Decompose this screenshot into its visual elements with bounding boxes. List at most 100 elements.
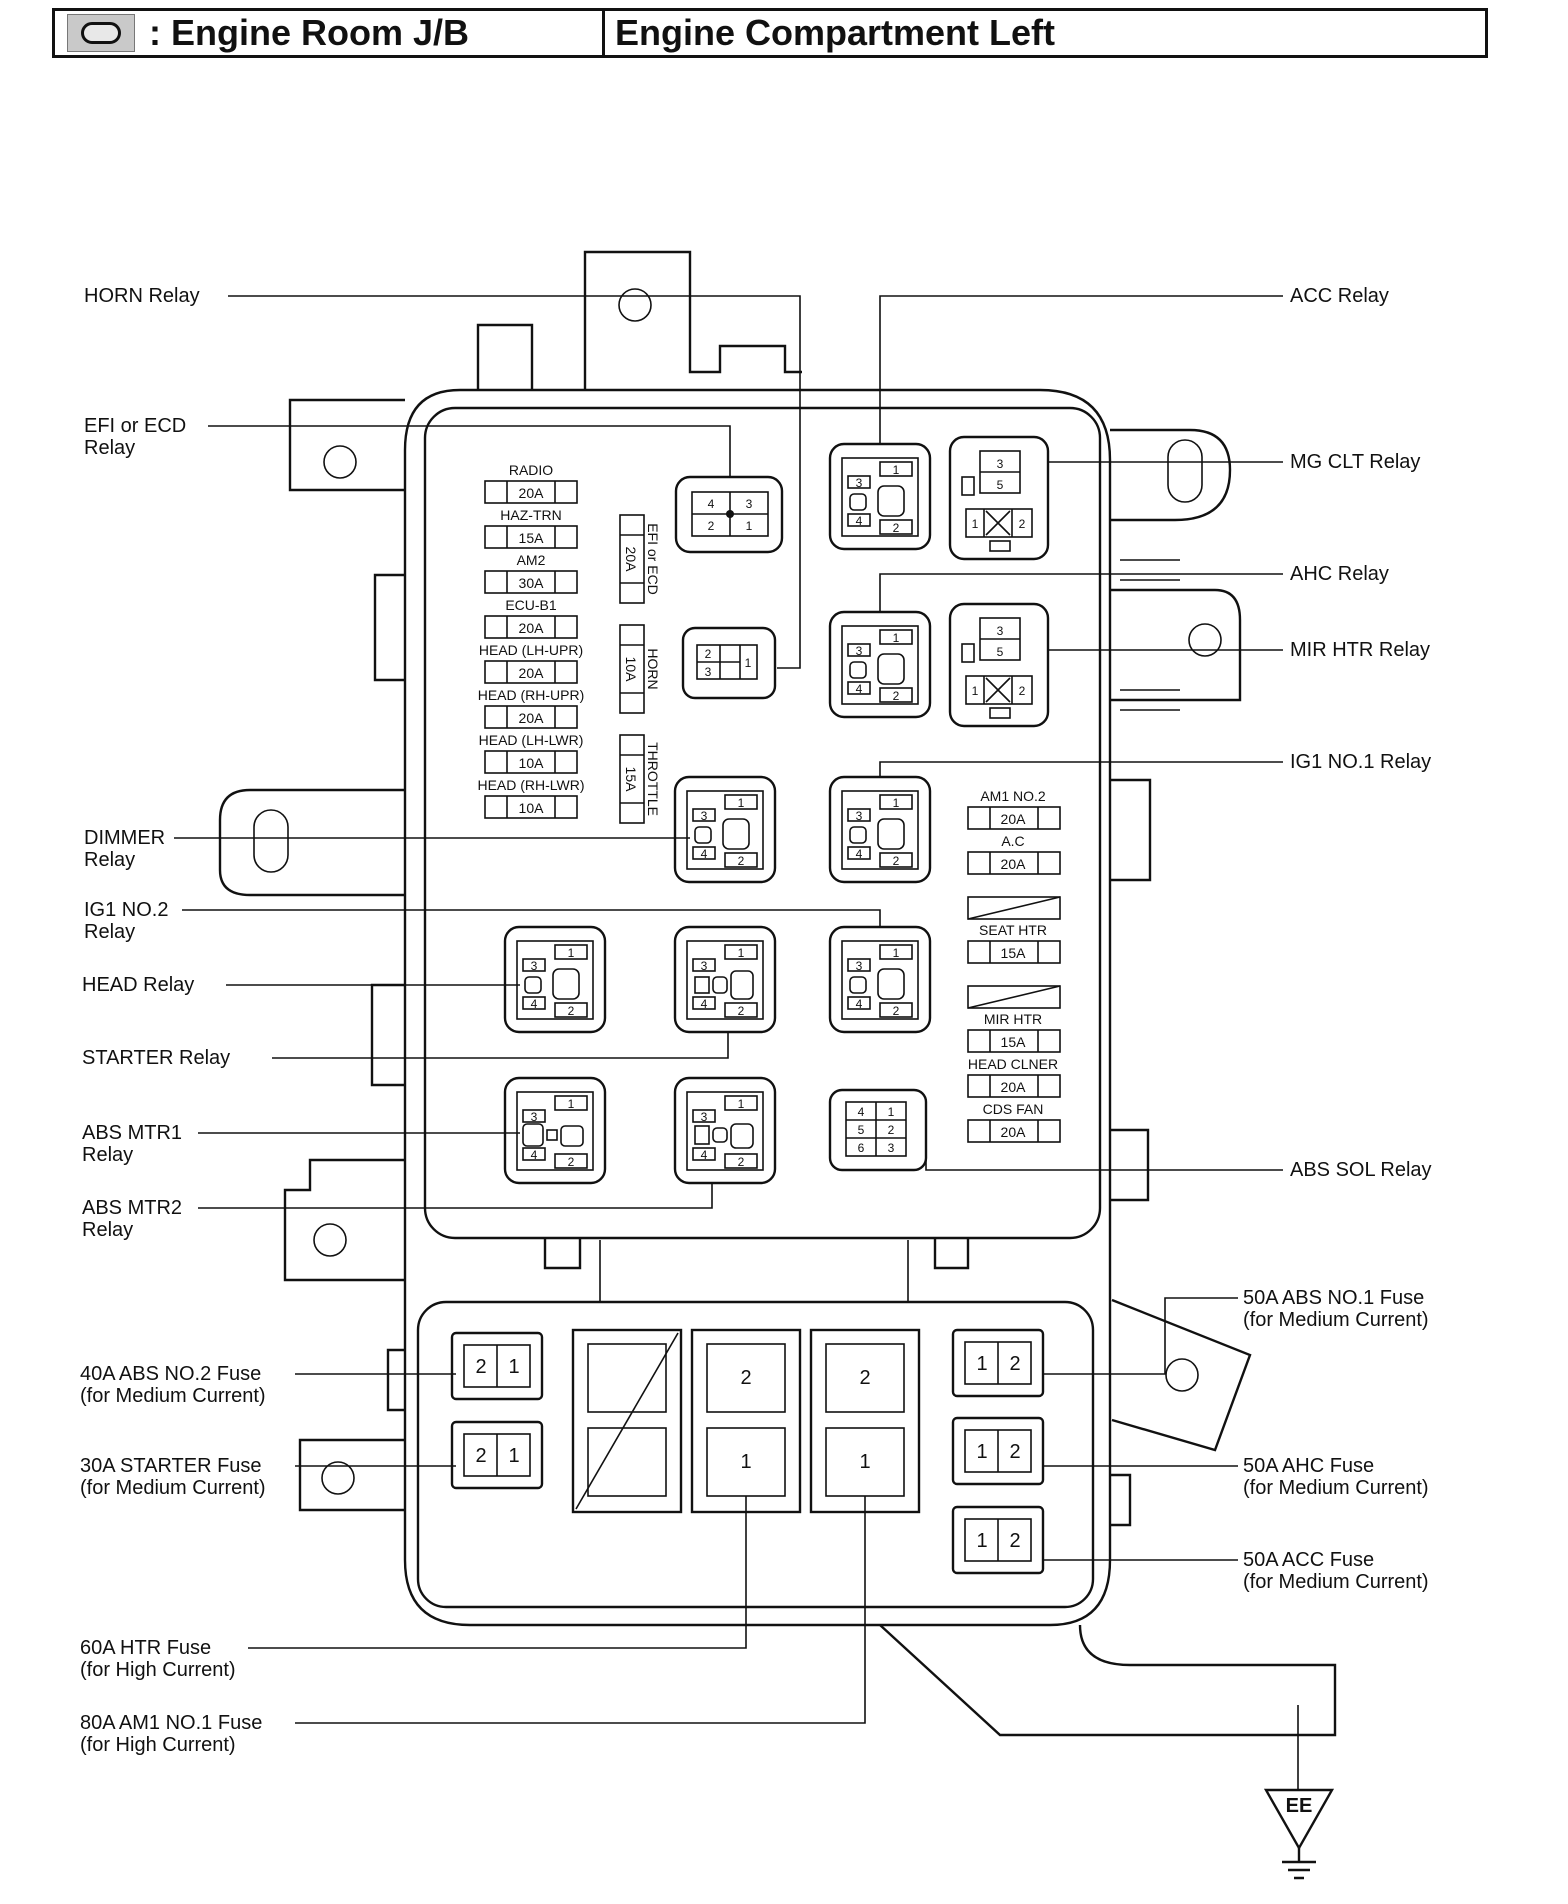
fuse-head-clner[interactable]: HEAD CLNER 20A <box>967 1056 1061 1098</box>
svg-text:3: 3 <box>701 959 708 973</box>
label-50a-acc-2: (for Medium Current) <box>1243 1571 1429 1593</box>
fuse-amp: 20A <box>1001 856 1027 872</box>
svg-text:3: 3 <box>856 644 863 658</box>
label-60a-2: (for High Current) <box>80 1659 236 1681</box>
fuse-mir-htr[interactable]: MIR HTR 15A <box>967 1011 1061 1053</box>
svg-text:3: 3 <box>856 476 863 490</box>
leader-80a-am1 <box>295 1496 866 1724</box>
svg-text:4: 4 <box>708 497 715 511</box>
fuse-50a-ahc[interactable]: 1 2 <box>951 1416 1045 1486</box>
relay-starter[interactable]: 1 3 4 2 <box>673 925 777 1034</box>
relay-efi-ecd[interactable]: 4 3 2 1 <box>674 475 784 554</box>
svg-text:3: 3 <box>997 457 1004 471</box>
label-abs-mtr2-1: ABS MTR2 <box>82 1197 182 1219</box>
fuse-name: AM2 <box>517 552 546 568</box>
relay-abs-mtr2[interactable]: 1 3 4 2 <box>673 1076 777 1185</box>
fuse-80a-am1-no1[interactable]: 2 1 <box>809 1328 921 1514</box>
svg-text:1: 1 <box>893 946 900 960</box>
fuse-efi-ecd[interactable]: 20A EFI or ECD <box>619 514 661 604</box>
fuse-cds-fan[interactable]: CDS FAN 20A <box>967 1101 1061 1143</box>
svg-text:2: 2 <box>1019 684 1026 698</box>
label-80a-1: 80A AM1 NO.1 Fuse <box>80 1712 262 1734</box>
fuse-am1-no2[interactable]: AM1 NO.2 20A <box>967 788 1061 830</box>
fuse-40a-abs-no2[interactable]: 2 1 <box>450 1331 544 1401</box>
relay-acc[interactable]: 1 3 4 2 <box>828 442 932 551</box>
fuse-head-rh-lwr[interactable]: HEAD (RH-LWR) 10A <box>477 777 585 819</box>
svg-text:2: 2 <box>740 1367 751 1389</box>
mount-hole-left-lower <box>321 1461 355 1495</box>
svg-text:2: 2 <box>708 519 715 533</box>
svg-text:2: 2 <box>1009 1353 1020 1375</box>
fuse-name: HEAD (LH-UPR) <box>479 642 583 658</box>
relay-ig1-no1[interactable]: 1 3 4 2 <box>828 775 932 884</box>
svg-text:1: 1 <box>972 684 979 698</box>
fuse-horn[interactable]: 10A HORN <box>619 624 661 714</box>
fuse-spare-high[interactable] <box>571 1328 683 1514</box>
fuse-amp: 20A <box>519 485 545 501</box>
relay-abs-sol[interactable]: 4 1 5 2 6 3 <box>828 1088 928 1172</box>
left-fuse-column: RADIO 20A HAZ-TRN 15A AM2 30A ECU-B1 20A… <box>477 462 585 819</box>
svg-text:1: 1 <box>972 517 979 531</box>
fuse-ecu-b1[interactable]: ECU-B1 20A <box>484 597 578 639</box>
relay-mg-clt[interactable]: 3 5 1 2 <box>948 435 1050 561</box>
svg-text:3: 3 <box>705 665 712 679</box>
leader-ig1-no1 <box>879 761 1283 777</box>
fuse-name: CDS FAN <box>983 1101 1044 1117</box>
label-abs-mtr1-2: Relay <box>82 1144 133 1166</box>
fuse-60a-htr[interactable]: 2 1 <box>690 1328 802 1514</box>
fuse-name: HEAD (LH-LWR) <box>479 732 584 748</box>
fuse-name: AM1 NO.2 <box>980 788 1046 804</box>
relay-abs-mtr1[interactable]: 1 3 4 2 <box>503 1076 607 1185</box>
label-efi-ecd-relay-2: Relay <box>84 437 135 459</box>
svg-text:4: 4 <box>856 847 863 861</box>
svg-text:1: 1 <box>740 1451 751 1473</box>
fuse-radio[interactable]: RADIO 20A <box>484 462 578 504</box>
fuse-seat-htr[interactable]: SEAT HTR 15A <box>967 922 1061 964</box>
slot-right <box>1167 439 1203 503</box>
fuse-amp: 15A <box>623 767 639 793</box>
leader-60a-htr <box>248 1496 747 1649</box>
fuse-am2[interactable]: AM2 30A <box>484 552 578 594</box>
relay-dimmer[interactable]: 1 3 4 2 <box>673 775 777 884</box>
fuse-name: HAZ-TRN <box>500 507 561 523</box>
svg-text:5: 5 <box>858 1123 865 1137</box>
fuse-amp: 20A <box>1001 1079 1027 1095</box>
fuse-spare-2[interactable] <box>967 985 1061 1009</box>
fuse-30a-starter[interactable]: 2 1 <box>450 1420 544 1490</box>
relay-horn[interactable]: 2 3 1 <box>681 626 777 700</box>
fuse-name: EFI or ECD <box>645 523 661 595</box>
svg-text:1: 1 <box>568 946 575 960</box>
svg-text:1: 1 <box>738 946 745 960</box>
svg-text:2: 2 <box>738 1155 745 1169</box>
svg-text:2: 2 <box>738 854 745 868</box>
label-ahc-relay: AHC Relay <box>1290 563 1389 585</box>
fuse-spare-1[interactable] <box>967 896 1061 920</box>
fuse-haz-trn[interactable]: HAZ-TRN 15A <box>484 507 578 549</box>
fuse-head-lh-upr[interactable]: HEAD (LH-UPR) 20A <box>479 642 583 684</box>
fuse-ac[interactable]: A.C 20A <box>967 833 1061 875</box>
fuse-throttle[interactable]: 15A THROTTLE <box>619 734 661 824</box>
leader-efi-ecd <box>208 425 731 478</box>
fuse-head-rh-upr[interactable]: HEAD (RH-UPR) 20A <box>478 687 585 729</box>
leader-lines <box>174 295 1299 1790</box>
fuse-amp: 20A <box>519 710 545 726</box>
label-mg-clt-relay: MG CLT Relay <box>1290 451 1420 473</box>
label-ig1-no2-1: IG1 NO.2 <box>84 899 168 921</box>
svg-text:4: 4 <box>701 997 708 1011</box>
svg-text:1: 1 <box>888 1105 895 1119</box>
svg-text:4: 4 <box>531 997 538 1011</box>
fuse-head-lh-lwr[interactable]: HEAD (LH-LWR) 10A <box>479 732 584 774</box>
label-mir-htr-relay: MIR HTR Relay <box>1290 639 1430 661</box>
fuse-name: HEAD (RH-UPR) <box>478 687 585 703</box>
fuse-50a-abs-no1[interactable]: 1 2 <box>951 1328 1045 1398</box>
relay-head[interactable]: 1 3 4 2 <box>503 925 607 1034</box>
top-bracket <box>583 250 802 374</box>
relay-ig1-no2[interactable]: 1 3 4 2 <box>828 925 932 1034</box>
label-80a-2: (for High Current) <box>80 1734 236 1756</box>
relay-mir-htr[interactable]: 3 5 1 2 <box>948 602 1050 728</box>
fuse-amp: 20A <box>519 665 545 681</box>
fuse-amp: 15A <box>1001 1034 1027 1050</box>
relay-ahc[interactable]: 1 3 4 2 <box>828 610 932 719</box>
fuse-50a-acc[interactable]: 1 2 <box>951 1505 1045 1575</box>
